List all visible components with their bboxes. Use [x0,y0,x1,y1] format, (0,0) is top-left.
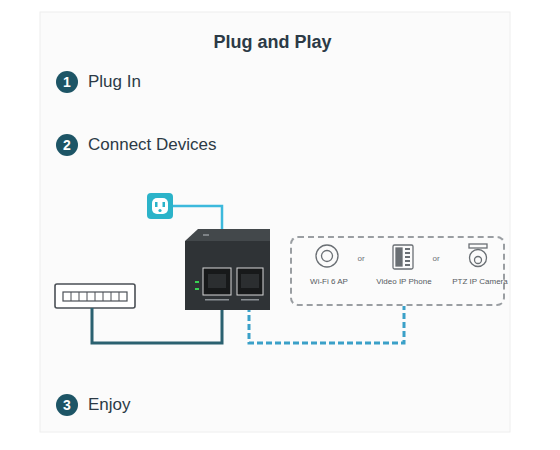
power-wire [173,206,222,229]
step-circle: 1 [56,71,78,93]
ptz-camera-icon [469,244,487,267]
access-point-icon [316,245,338,267]
ip-phone-icon [393,245,413,269]
step-number: 1 [56,74,78,90]
outlet-icon [147,193,173,219]
or-text: or [425,254,447,263]
step-label: Plug In [88,71,141,93]
step-label: Connect Devices [88,134,217,156]
device-caption: Video IP Phone [373,276,435,287]
device-group: ororWi-Fi 6 APVideo IP PhonePTZ IP Camer… [290,236,505,306]
poe-injector [185,229,270,310]
panel [40,12,510,432]
device-item: Wi-Fi 6 AP [298,242,360,306]
step-circle: 2 [56,134,78,156]
or-text: or [350,254,372,263]
device-caption: PTZ IP Camera [449,276,511,287]
step-label: Enjoy [88,394,131,416]
step-circle: 3 [56,394,78,416]
device-item: Video IP Phone [373,242,435,306]
device-caption: Wi-Fi 6 AP [298,276,360,287]
poe-cable [249,297,404,343]
device-item: PTZ IP Camera [449,242,511,306]
switch-icon [55,284,135,308]
diagram-title: Plug and Play [0,32,545,53]
step-number: 2 [56,137,78,153]
step-number: 3 [56,397,78,413]
